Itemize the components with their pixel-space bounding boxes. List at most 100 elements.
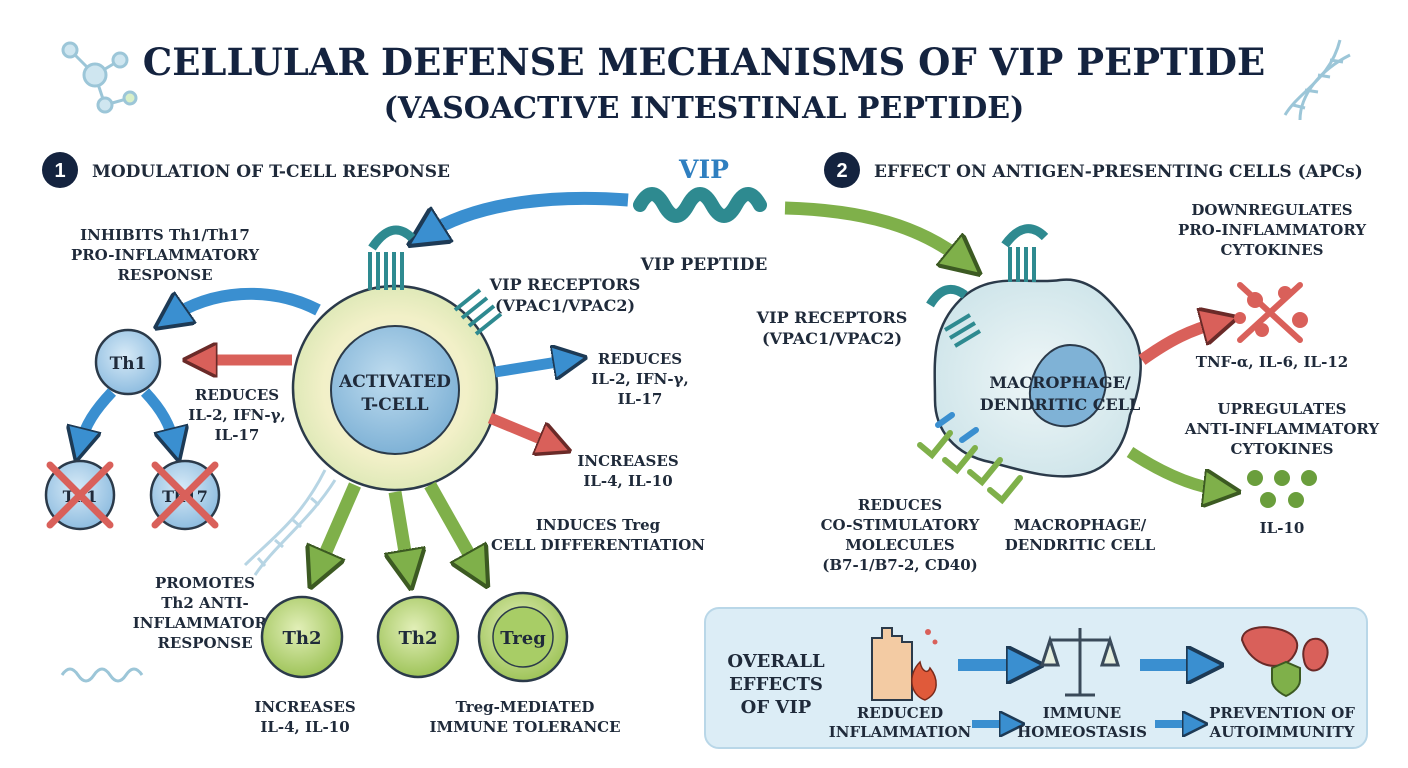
costim-3: MOLECULES bbox=[845, 536, 954, 554]
reduces-left-3: IL-17 bbox=[215, 426, 260, 444]
cross-icon bbox=[151, 461, 219, 529]
tcell-label-2: T-CELL bbox=[361, 395, 428, 415]
treg-tolerance-2: IMMUNE TOLERANCE bbox=[429, 718, 620, 736]
down-3: CYTOKINES bbox=[1221, 241, 1324, 259]
costim-1: REDUCES bbox=[858, 496, 942, 514]
macrophage-receptors-2: (VPAC1/VPAC2) bbox=[762, 329, 902, 348]
arrow-macrophage-up bbox=[1126, 446, 1222, 490]
tcell-label-1: ACTIVATED bbox=[338, 372, 451, 392]
tcell-receptors-2: (VPAC1/VPAC2) bbox=[495, 296, 635, 315]
promotes-th2-3: INFLAMMATORY bbox=[133, 614, 278, 632]
induces-treg-1: INDUCES Treg bbox=[536, 516, 661, 534]
reduces-right-2: IL-2, IFN-γ, bbox=[591, 370, 688, 388]
step2-2: HOMEOSTASIS bbox=[1017, 723, 1147, 741]
arrow-macrophage-down bbox=[1138, 322, 1220, 365]
tcell-receptor-icon bbox=[368, 225, 416, 290]
th2-label-b: Th2 bbox=[398, 628, 437, 649]
induces-treg-2: CELL DIFFERENTIATION bbox=[491, 536, 705, 554]
arrow-tcell-reduces-right bbox=[494, 360, 570, 372]
section1-heading: MODULATION OF T-CELL RESPONSE bbox=[92, 162, 450, 182]
anti-inflammatory-cytokines-icon bbox=[1247, 470, 1317, 508]
increases-bottom-1: INCREASES bbox=[254, 698, 355, 716]
arrow-th1-to-th1x bbox=[80, 388, 117, 445]
section2-badge bbox=[824, 152, 860, 188]
title-line1: CELLULAR DEFENSE MECHANISMS OF VIP PEPTI… bbox=[143, 40, 1265, 84]
vip-label: VIP bbox=[678, 155, 729, 184]
hand-flame-icon bbox=[871, 627, 938, 701]
step2-1: IMMUNE bbox=[1043, 704, 1121, 722]
tcell-receptor-side-icon bbox=[453, 288, 503, 336]
reduces-left-2: IL-2, IFN-γ, bbox=[188, 406, 285, 424]
th2-cell-a bbox=[260, 595, 344, 679]
treg-tolerance-1: Treg-MEDIATED bbox=[456, 698, 595, 716]
up-1: UPREGULATES bbox=[1218, 400, 1347, 418]
balance-scale-icon bbox=[1039, 628, 1121, 697]
overall-heading-3: OF VIP bbox=[741, 697, 812, 718]
arrow-tcell-to-th1-blue bbox=[170, 287, 321, 318]
th1-cell bbox=[94, 328, 162, 396]
arrow-tcell-to-th2a bbox=[318, 482, 361, 570]
title-line2: (VASOACTIVE INTESTINAL PEPTIDE) bbox=[384, 91, 1025, 126]
promotes-th2-1: PROMOTES bbox=[155, 574, 255, 592]
macrophage-receptor-icon bbox=[926, 224, 1049, 348]
arrow-vip-to-macrophage bbox=[784, 201, 965, 262]
inhibits-1: INHIBITS Th1/Th17 bbox=[80, 226, 250, 244]
tcell-nucleus bbox=[330, 325, 460, 455]
overall-heading-1: OVERALL bbox=[727, 651, 825, 672]
inhibits-3: RESPONSE bbox=[117, 266, 212, 284]
overall-heading-2: EFFECTS bbox=[729, 674, 823, 695]
cross-icon bbox=[46, 461, 114, 529]
increases-bottom-2: IL-4, IL-10 bbox=[260, 718, 349, 736]
arrow-th1-to-th17x bbox=[140, 388, 175, 445]
down-2: PRO-INFLAMMATORY bbox=[1178, 221, 1366, 239]
up-list: IL-10 bbox=[1260, 519, 1305, 537]
up-2: ANTI-INFLAMMATORY bbox=[1184, 420, 1380, 438]
cross-icon bbox=[1237, 282, 1303, 343]
step1-1: REDUCED bbox=[857, 704, 943, 722]
down-1: DOWNREGULATES bbox=[1191, 201, 1352, 219]
th2-label-a: Th2 bbox=[282, 628, 321, 649]
macrophage-bottom-1: MACROPHAGE/ bbox=[1014, 516, 1147, 534]
section1-number: 1 bbox=[54, 160, 65, 182]
dna-helix-icon bbox=[243, 469, 337, 576]
increases-right-2: IL-4, IL-10 bbox=[583, 472, 672, 490]
costim-2: CO-STIMULATORY bbox=[821, 516, 980, 534]
macrophage-bottom-2: DENDRITIC CELL bbox=[1005, 536, 1156, 554]
step3-1: PREVENTION OF bbox=[1209, 704, 1355, 722]
macrophage-label-2: DENDRITIC CELL bbox=[980, 395, 1140, 414]
costim-4: (B7-1/B7-2, CD40) bbox=[822, 556, 978, 574]
step1-2: INFLAMMATION bbox=[829, 723, 972, 741]
section2-number: 2 bbox=[836, 160, 847, 182]
treg-label: Treg bbox=[500, 628, 546, 649]
arrow-tcell-increases-right bbox=[487, 412, 555, 445]
reduces-left-1: REDUCES bbox=[195, 386, 279, 404]
up-3: CYTOKINES bbox=[1231, 440, 1334, 458]
dna-helix-icon bbox=[1283, 39, 1351, 121]
macrophage-nucleus bbox=[1029, 343, 1107, 428]
molecule-icon bbox=[61, 41, 138, 114]
treg-nucleus bbox=[492, 606, 554, 668]
inhibits-2: PRO-INFLAMMATORY bbox=[71, 246, 259, 264]
squiggle-icon bbox=[60, 667, 144, 683]
down-list: TNF-α, IL-6, IL-12 bbox=[1196, 353, 1348, 371]
step3-2: AUTOIMMUNITY bbox=[1209, 723, 1355, 741]
promotes-th2-4: RESPONSE bbox=[157, 634, 252, 652]
section2-heading: EFFECT ON ANTIGEN-PRESENTING CELLS (APCs… bbox=[874, 162, 1363, 182]
organ-shield-icon bbox=[1240, 626, 1329, 698]
macrophage-receptors-1: VIP RECEPTORS bbox=[756, 308, 908, 327]
increases-right-1: INCREASES bbox=[577, 452, 678, 470]
macrophage-label-1: MACROPHAGE/ bbox=[989, 373, 1131, 392]
reduces-right-1: REDUCES bbox=[598, 350, 682, 368]
arrow-tcell-to-th2b bbox=[395, 490, 408, 570]
th2-cell-b bbox=[376, 595, 460, 679]
th1-label: Th1 bbox=[110, 354, 147, 374]
tcell-receptors-1: VIP RECEPTORS bbox=[489, 275, 641, 294]
vip-peptide-label: VIP PEPTIDE bbox=[640, 255, 768, 275]
arrow-vip-to-tcell bbox=[425, 191, 629, 235]
reduces-right-3: IL-17 bbox=[618, 390, 663, 408]
costimulatory-molecules-icon bbox=[917, 412, 1023, 505]
arrow-tcell-to-treg bbox=[424, 481, 478, 570]
promotes-th2-2: Th2 ANTI- bbox=[161, 594, 248, 612]
